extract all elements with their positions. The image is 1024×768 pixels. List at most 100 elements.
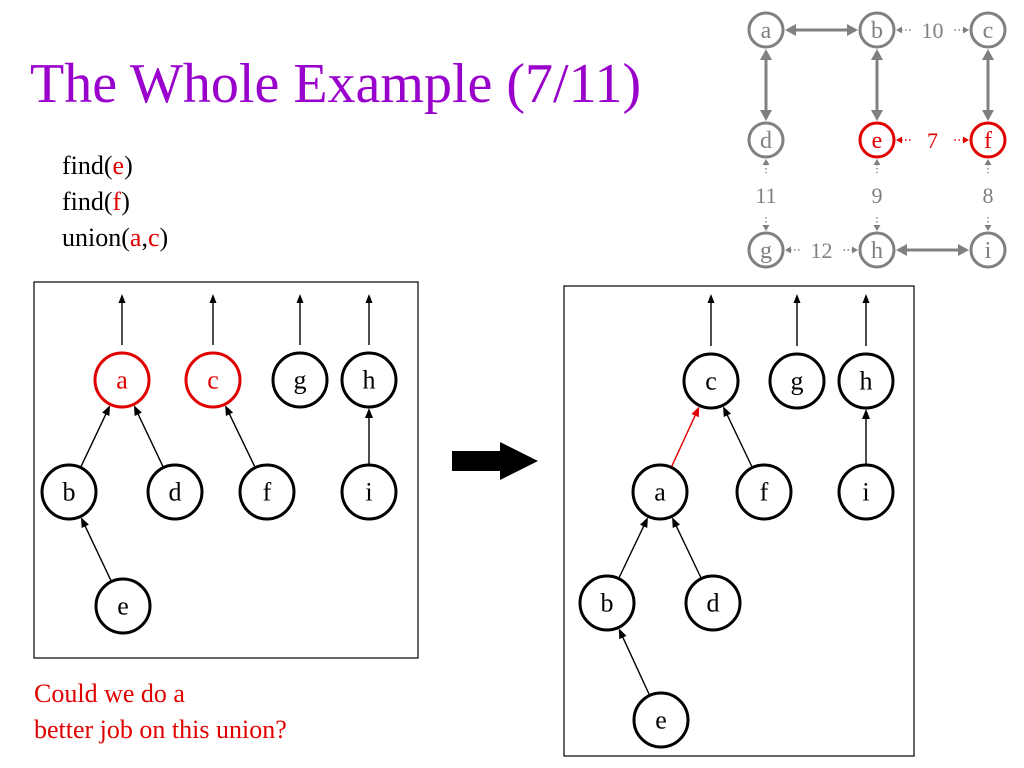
operation-close: ) (124, 151, 133, 180)
slide-title: The Whole Example (7/11) (30, 53, 642, 115)
parent-link-arrowhead (723, 406, 731, 418)
parent-link-arrowhead (133, 405, 142, 417)
edge-arrowhead (760, 110, 772, 121)
parent-link-d-a (136, 412, 165, 468)
node-label: e (117, 592, 129, 621)
edge-f-i: 8 (983, 159, 994, 231)
operation-close: ) (159, 223, 169, 252)
node-label: i (862, 478, 869, 507)
operation-argument: a (129, 223, 142, 252)
node-label: f (263, 478, 272, 507)
node-d: d (146, 463, 204, 521)
edge-arrowhead (847, 24, 858, 36)
edge-weight: 7 (927, 128, 938, 153)
node-label: g (294, 366, 307, 395)
node-a: a (747, 11, 785, 49)
node-g: g (271, 351, 329, 409)
edge-arrowhead (896, 136, 902, 144)
node-circle (238, 463, 296, 521)
node-label: i (365, 478, 372, 507)
operation-argument: c (147, 223, 160, 252)
edge-arrowhead (852, 246, 858, 254)
edge-weight: 11 (755, 183, 776, 208)
node-label: h (860, 367, 873, 396)
edge-arrowhead (963, 136, 969, 144)
node-label: a (761, 18, 772, 44)
node-circle (184, 351, 242, 409)
node-label: f (984, 128, 992, 154)
node-circle (578, 574, 636, 632)
node-circle (93, 351, 151, 409)
edge-arrowhead (958, 244, 969, 256)
node-circle (768, 352, 826, 410)
edge-b-e (871, 49, 883, 121)
node-b: b (578, 574, 636, 632)
node-circle (969, 231, 1007, 269)
operation-argument: e (112, 151, 125, 180)
node-a: a (93, 351, 151, 409)
node-i: i (837, 463, 895, 521)
node-circle (684, 574, 742, 632)
edge-weight: 10 (922, 18, 944, 43)
node-label: i (985, 238, 992, 264)
operation-name: find( (62, 187, 113, 216)
forest-before-frame (33, 281, 419, 659)
node-circle (632, 691, 690, 749)
edge-arrowhead (984, 225, 992, 231)
node-label: a (654, 478, 666, 507)
node-circle (94, 577, 152, 635)
node-circle (747, 121, 785, 159)
edge-arrowhead (760, 49, 772, 60)
operation-list: find(e)find(f)union(a,c) (62, 148, 168, 256)
edge-arrowhead (871, 110, 883, 121)
question-line: better job on this union? (34, 715, 287, 744)
root-pointer-arrowhead (707, 294, 715, 303)
operation-line: find(e) (62, 148, 168, 184)
node-c: c (969, 11, 1007, 49)
node-label: h (871, 238, 883, 264)
node-circle (747, 231, 785, 269)
question-text: Could we do a better job on this union? (34, 676, 287, 748)
node-i: i (969, 231, 1007, 269)
parent-link-arrowhead (225, 405, 234, 416)
root-pointer-arrowhead (862, 294, 870, 303)
parent-link-e-b (83, 524, 113, 582)
edge-e-h: 9 (872, 159, 883, 231)
parent-link-arrowhead (640, 517, 648, 529)
parent-link-d-a (674, 524, 702, 579)
operation-name: find( (62, 151, 113, 180)
root-pointer-arrowhead (365, 294, 373, 303)
edge-arrowhead (785, 246, 791, 254)
node-label: f (760, 478, 769, 507)
edge-arrowhead (896, 244, 907, 256)
edge-d-g: 11 (755, 159, 777, 231)
operation-line: find(f) (62, 184, 168, 220)
edge-weight: 12 (811, 238, 833, 263)
edge-g-h: 12 (785, 238, 858, 263)
node-f: f (735, 463, 793, 521)
node-label: b (601, 589, 614, 618)
parent-link-b-a (79, 412, 108, 468)
node-circle (682, 352, 740, 410)
node-label: c (207, 366, 219, 395)
edge-a-b (785, 24, 858, 36)
edge-arrowhead (982, 110, 994, 121)
node-g: g (747, 231, 785, 269)
node-label: g (760, 238, 772, 264)
node-label: e (655, 706, 667, 735)
edge-arrowhead (873, 159, 881, 165)
node-h: h (340, 351, 398, 409)
edge-arrowhead (762, 159, 770, 165)
node-circle (858, 11, 896, 49)
node-b: b (858, 11, 896, 49)
parent-link-arrowhead (80, 517, 89, 529)
node-d: d (684, 574, 742, 632)
edge-arrowhead (982, 49, 994, 60)
question-line: Could we do a (34, 679, 185, 708)
node-label: d (707, 589, 720, 618)
node-label: d (760, 128, 772, 154)
parent-link-e-b (621, 635, 651, 696)
node-f: f (238, 463, 296, 521)
